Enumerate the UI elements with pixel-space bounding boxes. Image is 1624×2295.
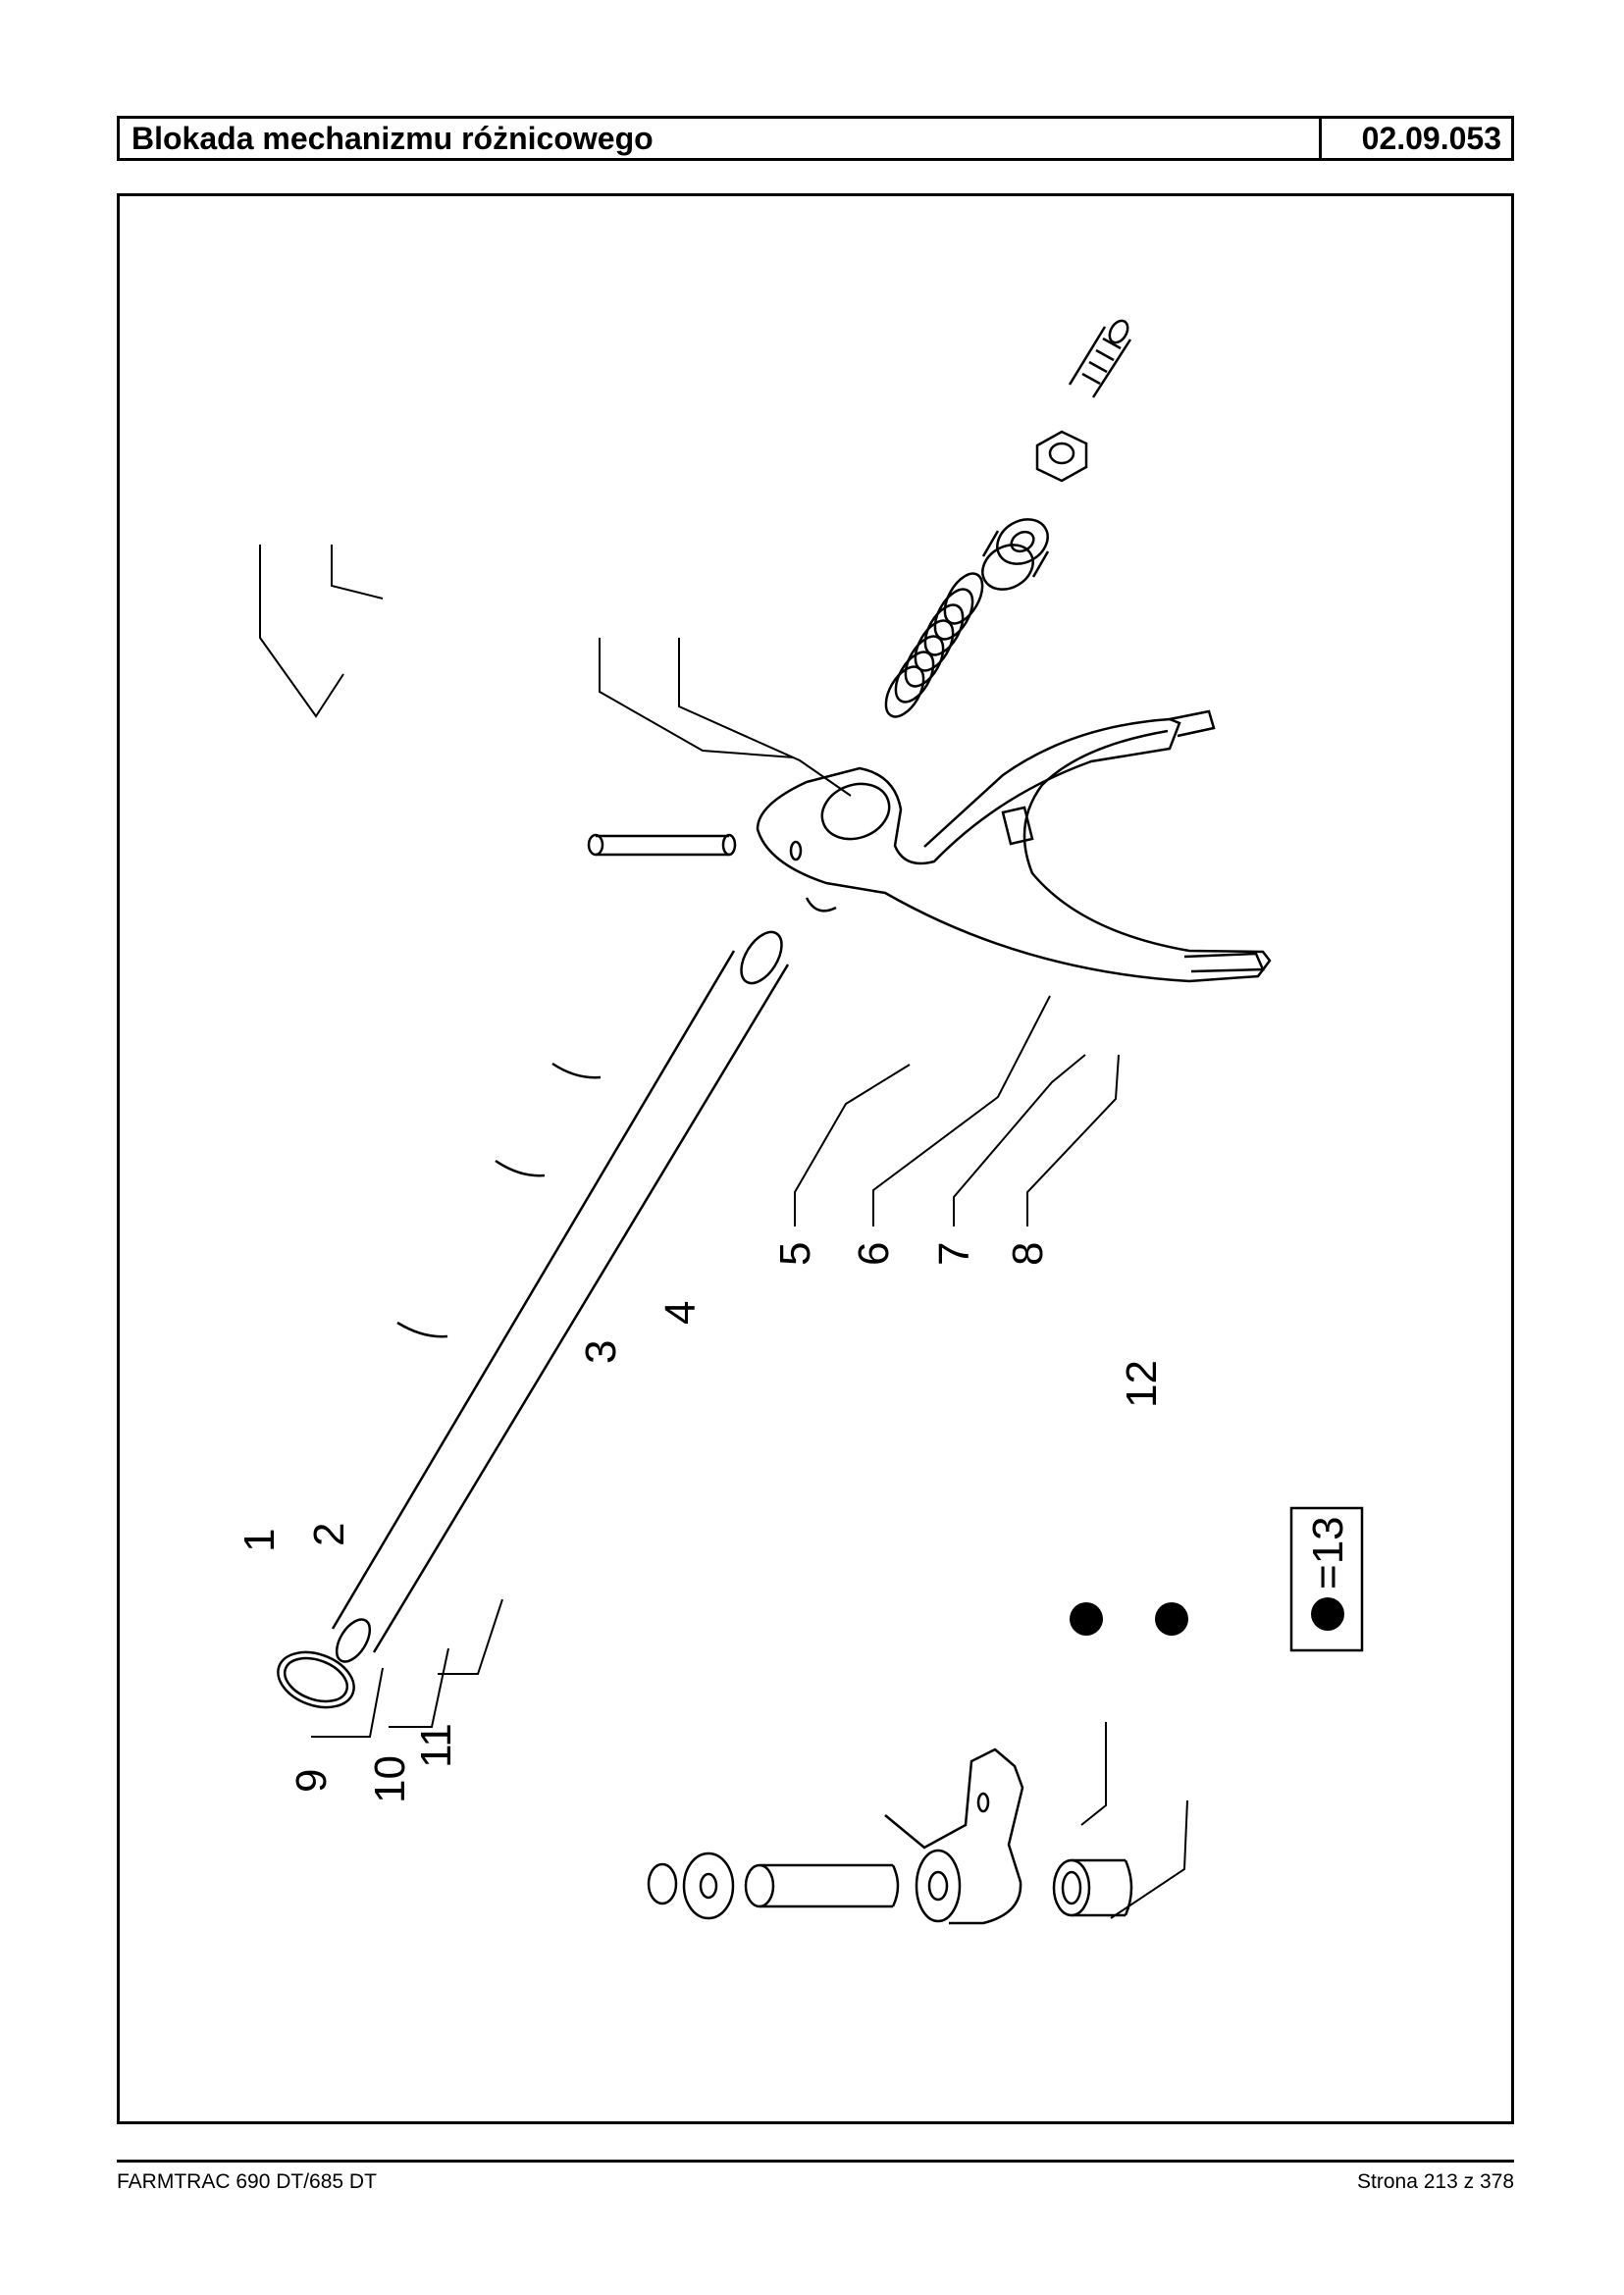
circlip [647, 1862, 678, 1905]
spring-spacer [981, 518, 1050, 591]
callout-7: 7 [930, 1242, 978, 1266]
footer-divider [117, 2160, 1514, 2163]
callout-5: 5 [771, 1242, 819, 1266]
diagram-canvas: =13 1 2 3 4 5 6 7 8 9 10 11 12 [236, 319, 1364, 1925]
washer [682, 1852, 735, 1920]
callout-8: 8 [1004, 1242, 1052, 1266]
set-screw [1068, 319, 1132, 398]
lever [884, 1747, 1024, 1925]
callout-11: 11 [412, 1723, 460, 1768]
callout-2: 2 [305, 1523, 353, 1546]
callout-10: 10 [366, 1755, 414, 1803]
marker-dot [1155, 1602, 1188, 1636]
page-header: Blokada mechanizmu różnicowego 02.09.053 [117, 116, 1514, 161]
page-title: Blokada mechanizmu różnicowego [131, 121, 654, 156]
bushing [1052, 1858, 1133, 1917]
legend-box [1289, 1506, 1364, 1652]
legend-dot [1311, 1597, 1344, 1631]
callout-9: 9 [288, 1769, 336, 1793]
hex-nut [1035, 430, 1088, 483]
pin [744, 1863, 900, 1908]
exploded-view-diagram: =13 1 2 3 4 5 6 7 8 9 10 11 12 [117, 193, 1514, 2124]
shift-fork [756, 709, 1272, 983]
callout-6: 6 [850, 1242, 898, 1266]
marker-dot [1070, 1602, 1103, 1636]
callout-12: 12 [1118, 1360, 1166, 1408]
compression-spring [884, 572, 984, 718]
callout-1: 1 [236, 1529, 284, 1552]
callout-4: 4 [656, 1301, 705, 1325]
roll-pin [587, 833, 737, 857]
legend-text: =13 [1304, 1516, 1352, 1590]
snap-ring [277, 1650, 355, 1709]
footer-model: FARMTRAC 690 DT/685 DT [117, 2170, 377, 2193]
leader-lines [259, 545, 1188, 1919]
section-code: 02.09.053 [1319, 119, 1511, 158]
callout-3: 3 [577, 1340, 625, 1364]
footer-page-number: Strona 213 z 378 [1357, 2170, 1514, 2193]
shift-shaft [331, 930, 790, 1663]
